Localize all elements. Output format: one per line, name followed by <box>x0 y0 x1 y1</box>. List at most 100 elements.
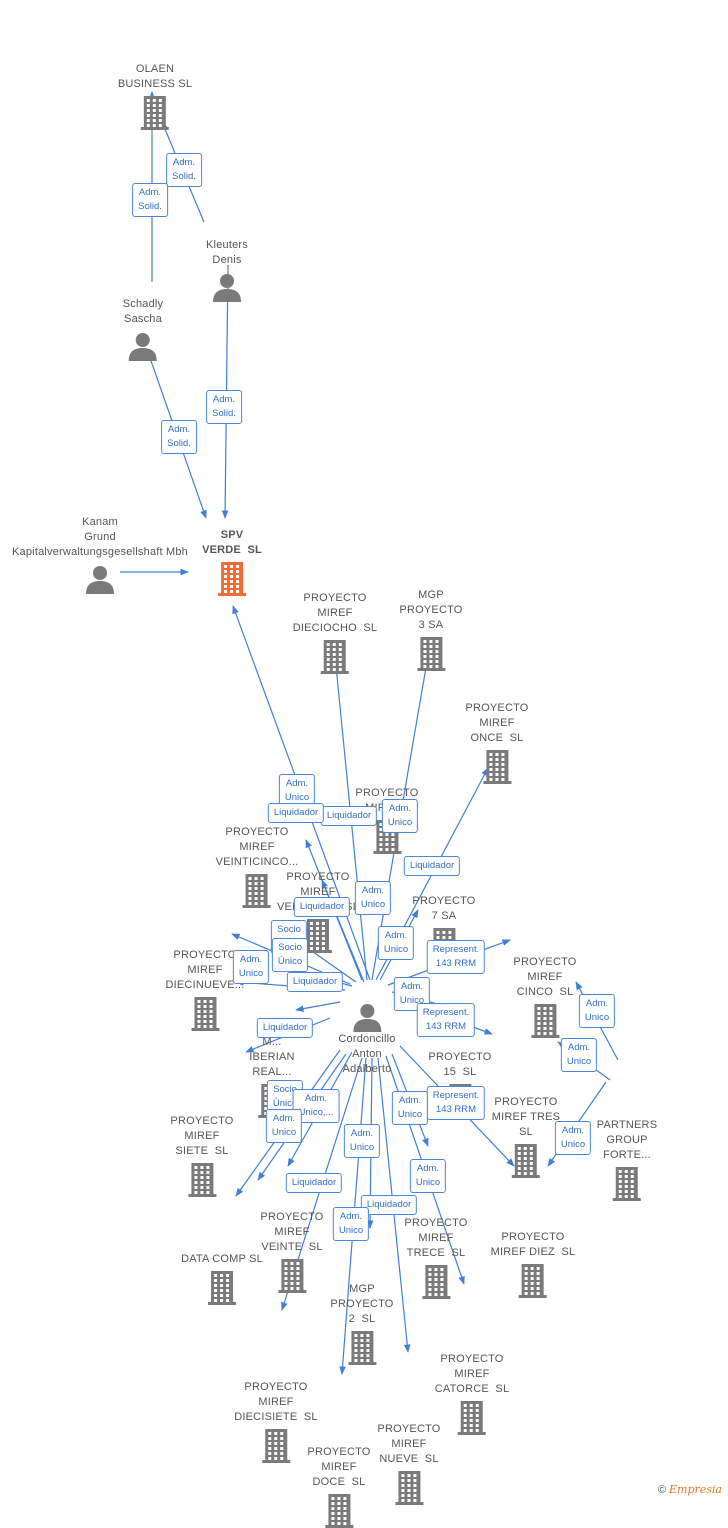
relation-label[interactable]: Adm. Unico <box>265 1109 303 1143</box>
node-label: Schadly Sascha <box>122 298 164 325</box>
node-schadly[interactable]: Schadly Sascha <box>123 297 164 361</box>
relation-label[interactable]: Adm. Unico <box>354 881 392 915</box>
node-cordoncillo[interactable]: Cordoncillo Anton Adalberto <box>338 998 395 1077</box>
relation-label[interactable]: Liquidador <box>267 803 325 823</box>
node-m7[interactable]: PROYECTO MIREF SIETE SL <box>170 1114 233 1197</box>
relation-label[interactable]: Liquidador <box>320 806 378 826</box>
node-m9[interactable]: PROYECTO MIREF NUEVE SL <box>377 1422 440 1505</box>
relation-label[interactable]: Liquidador <box>256 1018 314 1038</box>
relation-label[interactable]: Adm. Unico <box>409 1159 447 1193</box>
building-icon <box>218 562 246 596</box>
relation-label[interactable]: Liquidador <box>403 856 461 876</box>
building-icon <box>518 1264 547 1298</box>
relation-label[interactable]: Represent. 143 RRM <box>426 1086 486 1120</box>
node-label: SPV VERDE SL <box>202 529 262 556</box>
node-label: PROYECTO MIREF VEINTICINCO... <box>215 826 299 868</box>
node-m10[interactable]: PROYECTO MIREF DIEZ SL <box>491 1230 576 1298</box>
relation-label[interactable]: Adm. Unico <box>377 926 415 960</box>
node-m14[interactable]: PROYECTO MIREF CATORCE SL <box>435 1352 510 1435</box>
node-m25[interactable]: PROYECTO MIREF VEINTICINCO... <box>216 825 299 908</box>
relation-label[interactable]: Adm. Unico <box>391 1091 429 1125</box>
node-label: PROYECTO MIREF DIECIOCHO SL <box>292 592 378 634</box>
node-mgp3[interactable]: MGP PROYECTO 3 SA <box>399 588 462 671</box>
node-label: PROYECTO MIREF ONCE SL <box>465 702 529 744</box>
node-partners[interactable]: PARTNERS GROUP FORTE... <box>597 1118 657 1201</box>
building-icon <box>208 1271 236 1305</box>
relation-label[interactable]: Adm. Unico <box>560 1038 598 1072</box>
node-label: PROYECTO MIREF VEINTE SL <box>260 1211 324 1253</box>
node-label: PROYECTO MIREF DIECISIETE SL <box>234 1381 318 1423</box>
node-m17[interactable]: PROYECTO MIREF DIECISIETE SL <box>234 1380 318 1463</box>
person-icon <box>128 333 157 361</box>
node-m19[interactable]: PROYECTO MIREF DIECINUEVE... <box>165 948 244 1031</box>
building-icon <box>141 96 169 130</box>
node-m5[interactable]: PROYECTO MIREF CINCO SL <box>513 955 576 1038</box>
relation-label[interactable]: Adm. Solid. <box>132 183 168 217</box>
building-icon <box>530 1004 559 1038</box>
building-icon <box>304 919 332 953</box>
node-label: Kleuters Denis <box>206 239 248 266</box>
relation-label[interactable]: Adm. Unico <box>381 799 419 833</box>
node-label: Kanam Grund Kapitalverwaltungsgesellshaf… <box>12 516 188 558</box>
building-icon <box>457 1401 486 1435</box>
node-label: PROYECTO MIREF SIETE SL <box>170 1115 234 1157</box>
person-icon <box>212 274 241 302</box>
relation-label[interactable]: Represent. 143 RRM <box>426 940 486 974</box>
relation-label[interactable]: Adm. Solid. <box>161 420 197 454</box>
node-m20[interactable]: PROYECTO MIREF VEINTE SL <box>260 1210 323 1293</box>
relation-label[interactable]: Adm. Unico <box>343 1124 381 1158</box>
node-mgp2[interactable]: MGP PROYECTO 2 SL <box>330 1282 393 1365</box>
node-datacomp[interactable]: DATA COMP SL <box>181 1252 263 1305</box>
person-icon <box>352 1004 381 1032</box>
building-icon <box>347 1331 376 1365</box>
relation-label[interactable]: Liquidador <box>285 1173 343 1193</box>
node-label: MGP PROYECTO 3 SA <box>399 589 463 631</box>
copyright-symbol: © <box>657 1484 666 1496</box>
building-icon <box>421 1265 450 1299</box>
node-label: Cordoncillo Anton Adalberto <box>338 1033 396 1075</box>
node-label: PARTNERS GROUP FORTE... <box>596 1119 658 1161</box>
node-label: PROYECTO MIREF CATORCE SL <box>434 1353 510 1395</box>
node-m3[interactable]: PROYECTO MIREF TRES SL <box>492 1095 560 1178</box>
node-m18[interactable]: PROYECTO MIREF DIECIOCHO SL <box>293 591 378 674</box>
node-m11[interactable]: PROYECTO MIREF ONCE SL <box>465 701 528 784</box>
node-m12[interactable]: PROYECTO MIREF DOCE SL <box>307 1445 370 1528</box>
relation-label[interactable]: Adm. Unico <box>332 1207 370 1241</box>
relation-label[interactable]: Liquidador <box>360 1195 418 1215</box>
building-icon <box>262 1429 290 1463</box>
node-kanam[interactable]: Kanam Grund Kapitalverwaltungsgesellshaf… <box>12 515 188 594</box>
node-label: PROYECTO MIREF DIEZ SL <box>490 1231 576 1258</box>
building-icon <box>394 1471 423 1505</box>
node-label: PROYECTO 7 SA <box>412 895 476 922</box>
relation-label[interactable]: Socio Único <box>271 938 309 972</box>
node-spv[interactable]: SPV VERDE SL <box>202 528 262 596</box>
relation-label[interactable]: Adm. Unico <box>232 950 270 984</box>
relation-label[interactable]: Adm. Unico <box>554 1121 592 1155</box>
copyright: © Empresia <box>658 1483 722 1496</box>
building-icon <box>243 874 271 908</box>
edge-cordoncillo-iberian <box>295 1001 341 1012</box>
building-icon <box>320 640 349 674</box>
relation-label[interactable]: Adm. Solid. <box>166 153 202 187</box>
node-label: M... IBERIAN REAL... <box>249 1036 295 1078</box>
person-icon <box>85 566 114 594</box>
relation-label[interactable]: Liquidador <box>293 897 351 917</box>
relation-label[interactable]: Adm. Unico <box>578 994 616 1028</box>
node-label: DATA COMP SL <box>181 1253 263 1265</box>
brand-logo[interactable]: Empresia <box>669 1483 722 1496</box>
building-icon <box>416 637 445 671</box>
node-label: PROYECTO MIREF NUEVE SL <box>377 1423 441 1465</box>
relation-label[interactable]: Liquidador <box>286 972 344 992</box>
node-label: PROYECTO 15 SL <box>428 1051 492 1078</box>
node-label: OLAEN BUSINESS SL <box>117 63 193 90</box>
node-olaen[interactable]: OLAEN BUSINESS SL <box>118 62 192 130</box>
relation-label[interactable]: Represent. 143 RRM <box>416 1003 476 1037</box>
relation-label[interactable]: Adm. Unico <box>278 774 316 808</box>
relation-label[interactable]: Adm. Solid. <box>206 390 242 424</box>
building-icon <box>187 1163 216 1197</box>
node-m13[interactable]: PROYECTO MIREF TRECE SL <box>404 1216 467 1299</box>
building-icon <box>612 1167 641 1201</box>
building-icon <box>482 750 511 784</box>
node-kleuters[interactable]: Kleuters Denis <box>206 238 248 302</box>
